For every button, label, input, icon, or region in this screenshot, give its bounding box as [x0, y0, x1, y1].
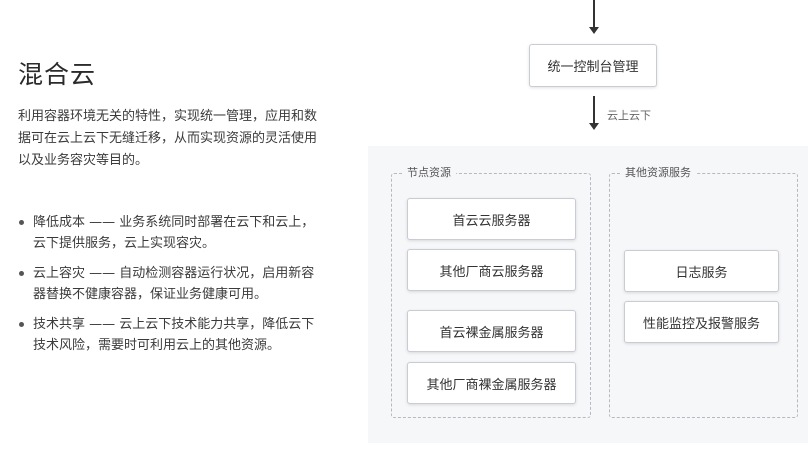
control-console-box: 统一控制台管理 [529, 44, 657, 87]
top-arrow-line [593, 0, 595, 28]
resource-panel: 节点资源 首云云服务器 其他厂商云服务器 首云裸金属服务器 其他厂商裸金属服务器… [368, 146, 808, 443]
section-description: 利用容器环境无关的特性，实现统一管理，应用和数据可在云上云下无缝迁移，从而实现资… [18, 109, 318, 168]
page-title: 混合云 [18, 60, 97, 89]
node-box: 首云云服务器 [407, 198, 576, 240]
node-resources-label: 节点资源 [402, 166, 456, 180]
node-box: 其他厂商云服务器 [407, 249, 576, 291]
top-arrow-head-icon [589, 27, 599, 34]
node-box: 首云裸金属服务器 [407, 310, 576, 352]
list-item-text: 技术共享 —— 云上云下技术能力共享，降低云下技术风险，需要时可利用云上的其他资… [33, 317, 315, 353]
bullet-dot-icon [19, 271, 24, 276]
bullet-dot-icon [19, 220, 24, 225]
node-resources-group: 节点资源 [391, 166, 591, 418]
service-box: 日志服务 [624, 250, 779, 292]
bullet-dot-icon [19, 322, 24, 327]
other-resources-label: 其他资源服务 [620, 166, 696, 180]
service-box: 性能监控及报警服务 [624, 301, 779, 343]
list-item: 降低成本 —— 业务系统同时部署在云下和云上，云下提供服务，云上实现容灾。 [18, 212, 318, 254]
list-item-text: 云上容灾 —— 自动检测容器运行状况，启用新容器替换不健康容器，保证业务健康可用… [33, 266, 315, 302]
node-box: 其他厂商裸金属服务器 [407, 362, 576, 404]
list-item: 云上容灾 —— 自动检测容器运行状况，启用新容器替换不健康容器，保证业务健康可用… [18, 263, 318, 305]
other-resources-group: 其他资源服务 [609, 166, 798, 418]
cloud-arrow-label: 云上云下 [607, 109, 651, 122]
cloud-arrow-line [593, 96, 595, 124]
list-item-text: 降低成本 —— 业务系统同时部署在云下和云上，云下提供服务，云上实现容灾。 [33, 215, 315, 251]
cloud-arrow-head-icon [589, 123, 599, 130]
feature-list: 降低成本 —— 业务系统同时部署在云下和云上，云下提供服务，云上实现容灾。 云上… [18, 212, 318, 365]
list-item: 技术共享 —— 云上云下技术能力共享，降低云下技术风险，需要时可利用云上的其他资… [18, 314, 318, 356]
